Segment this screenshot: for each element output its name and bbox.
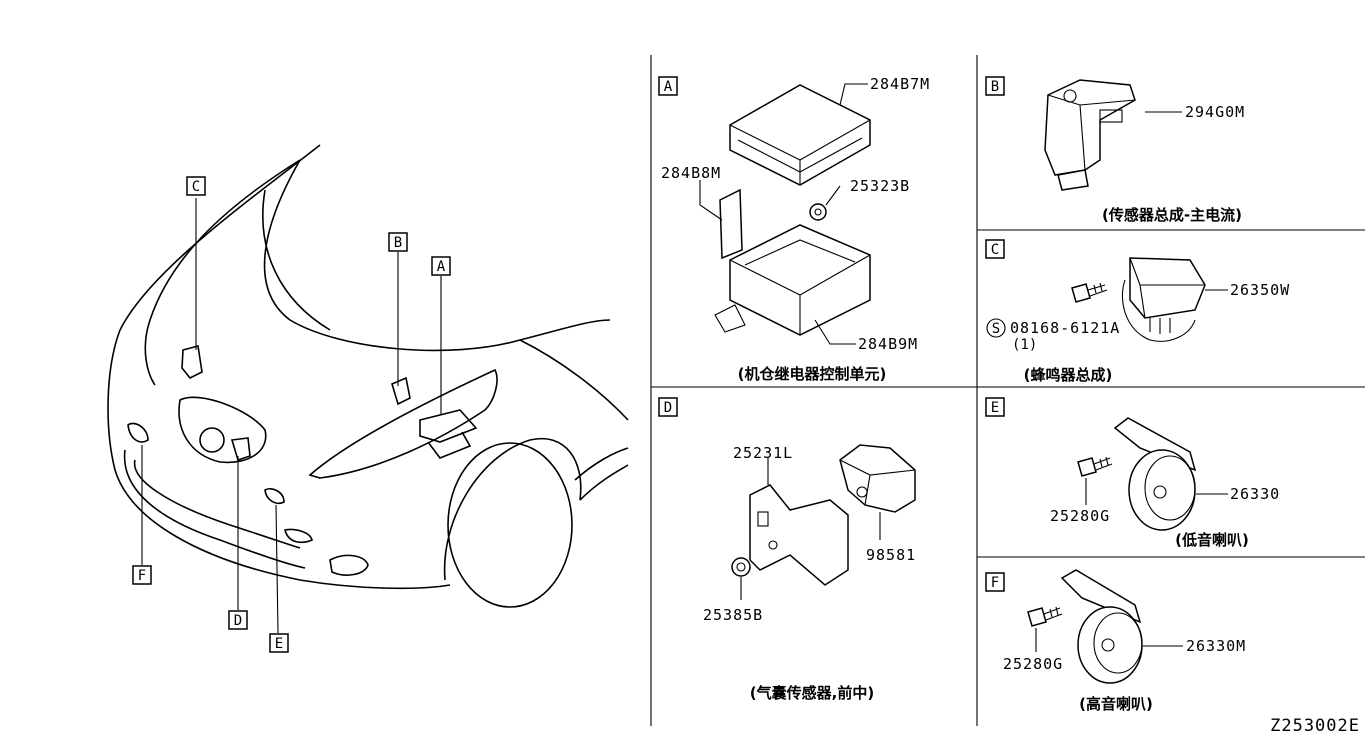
quantity-label: (1): [1012, 337, 1037, 353]
panel-e: E 26330 25280G (低音喇叭): [985, 397, 1280, 549]
part-number-25280g-e[interactable]: 25280G: [1050, 507, 1110, 525]
callout-e[interactable]: E: [269, 633, 289, 653]
nut-illustration: [809, 203, 827, 221]
airbag-sensor-illustration: [839, 444, 916, 513]
panel-d: D 25231L 98581 25385B (气囊传感器,前中): [658, 397, 916, 702]
part-number-25323b[interactable]: 25323B: [850, 177, 910, 195]
part-number-25280g-f[interactable]: 25280G: [1003, 655, 1063, 673]
callout-f-label: F: [138, 568, 146, 584]
vehicle-front-overview: [107, 144, 629, 634]
panel-c-caption: (蜂鸣器总成): [1024, 366, 1113, 384]
panel-e-caption: (低音喇叭): [1175, 531, 1249, 549]
screw-symbol-s: S: [992, 321, 1000, 337]
callout-a-label: A: [437, 259, 446, 275]
panel-grid: [650, 55, 1365, 726]
part-number-26330m[interactable]: 26330M: [1186, 637, 1246, 655]
part-number-284b8m[interactable]: 284B8M: [661, 164, 721, 182]
airbag-sensor-bracket-illustration: [749, 484, 849, 586]
part-number-25385b[interactable]: 25385B: [703, 606, 763, 624]
panel-f-caption: (高音喇叭): [1079, 695, 1153, 713]
relay-box-cover-illustration: [729, 84, 871, 186]
panel-a-tag-box: [658, 76, 678, 96]
callout-b-label: B: [394, 235, 402, 251]
current-sensor-illustration: [1044, 79, 1136, 176]
part-number-08168-6121a[interactable]: 08168-6121A: [1010, 319, 1120, 337]
buzzer-illustration: [1129, 257, 1206, 319]
panel-a-caption: (机仓继电器控制单元): [738, 365, 887, 383]
panel-a-tag: A: [664, 79, 673, 95]
bolt-illustration-e: [1077, 456, 1113, 477]
panel-a: A 284B7M 284B8M 25323B 284B9M (机仓继电器控制单元…: [658, 75, 930, 383]
panel-b-tag: B: [991, 79, 999, 95]
callout-c-label: C: [192, 179, 200, 195]
panel-c-tag: C: [991, 242, 999, 258]
callout-d-label: D: [234, 613, 242, 629]
part-number-26330[interactable]: 26330: [1230, 485, 1280, 503]
panel-f-tag: F: [991, 575, 999, 591]
part-number-294g0m[interactable]: 294G0M: [1185, 103, 1245, 121]
nut-illustration-d: [731, 557, 751, 577]
panel-d-tag: D: [664, 400, 672, 416]
callout-f[interactable]: F: [132, 565, 152, 585]
panel-f: F 26330M 25280G (高音喇叭): [985, 569, 1246, 713]
screw-illustration: [1071, 282, 1108, 303]
callout-c[interactable]: C: [186, 176, 206, 196]
panel-b: B 294G0M (传感器总成-主电流): [985, 76, 1245, 224]
panel-b-caption: (传感器总成-主电流): [1102, 206, 1242, 224]
part-number-284b7m[interactable]: 284B7M: [870, 75, 930, 93]
relay-box-bracket-illustration: [719, 188, 743, 260]
relay-box-lower-case-illustration: [729, 224, 871, 336]
callout-d[interactable]: D: [228, 610, 248, 630]
callout-e-label: E: [275, 636, 283, 652]
callout-a[interactable]: A: [431, 256, 451, 276]
part-number-26350w[interactable]: 26350W: [1230, 281, 1290, 299]
bolt-illustration-f: [1027, 606, 1063, 627]
panel-d-caption: (气囊传感器,前中): [750, 684, 874, 702]
panel-e-tag: E: [991, 400, 999, 416]
callout-b[interactable]: B: [388, 232, 408, 252]
diagram-code: Z253002E: [1270, 716, 1360, 736]
panel-c: C 26350W S 08168-6121A (1) (蜂鸣器总成): [985, 239, 1290, 384]
part-number-98581[interactable]: 98581: [866, 546, 916, 564]
part-number-25231l[interactable]: 25231L: [733, 444, 793, 462]
part-number-284b9m[interactable]: 284B9M: [858, 335, 918, 353]
